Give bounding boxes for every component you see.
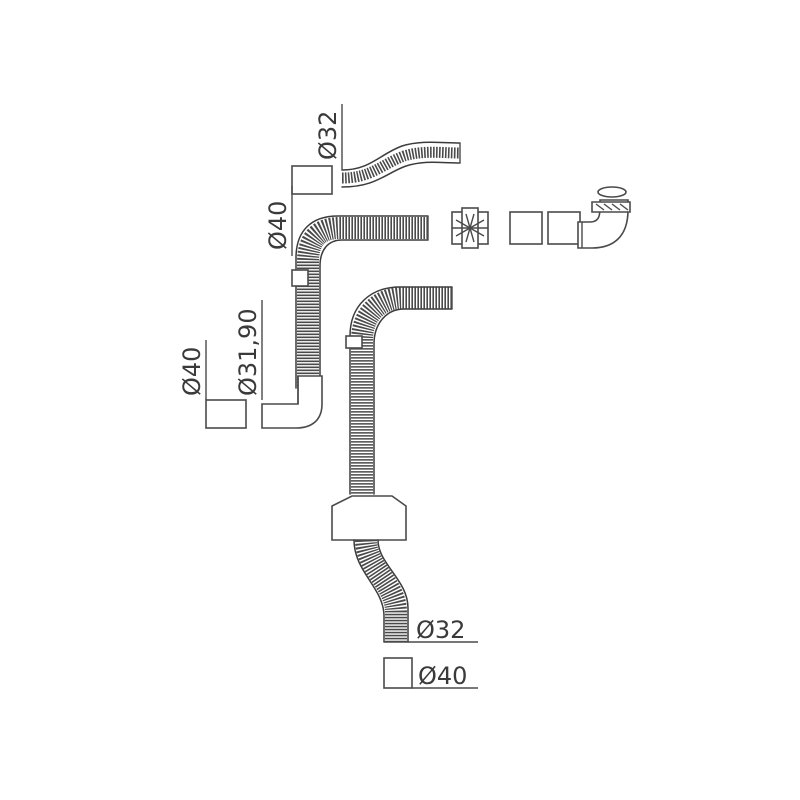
l-shaped-flexible-hose (295, 215, 429, 389)
top-flexible-hose (341, 141, 461, 188)
dimension-d40-bottom: Ø40 (412, 662, 478, 690)
left-sleeve-fitting (205, 399, 247, 429)
dimension-d40-left: Ø40 (178, 340, 207, 400)
dimension-label-d3190: Ø31,90 (234, 308, 262, 396)
dimension-d32-top: Ø32 (314, 104, 343, 170)
bottom-sleeve-fitting (383, 657, 413, 689)
dimension-label-d40-bottom: Ø40 (418, 662, 467, 690)
outlet-sleeve (547, 211, 581, 245)
dimension-d3190: Ø31,90 (234, 300, 263, 400)
drain-cap-nut (591, 186, 631, 213)
mid-hose-clamp (345, 335, 363, 349)
elbow-90-fitting (261, 375, 323, 429)
long-flexible-hose (349, 286, 453, 495)
hose-ring-clamp (291, 269, 309, 287)
dimension-d40-upper: Ø40 (264, 186, 293, 256)
trap-bell-reducer (331, 495, 407, 541)
top-sleeve-fitting (291, 165, 333, 195)
dimension-label-d40-left: Ø40 (178, 347, 206, 396)
dimension-d32-bottom: Ø32 (408, 616, 478, 644)
dimension-label-d32-bottom: Ø32 (416, 616, 465, 644)
dimension-label-d40-upper: Ø40 (264, 201, 292, 250)
lower-flexible-hose (353, 538, 409, 643)
dimension-label-d32-top: Ø32 (314, 111, 342, 160)
ribbed-coupling (451, 207, 489, 249)
straight-sleeve (509, 211, 543, 245)
